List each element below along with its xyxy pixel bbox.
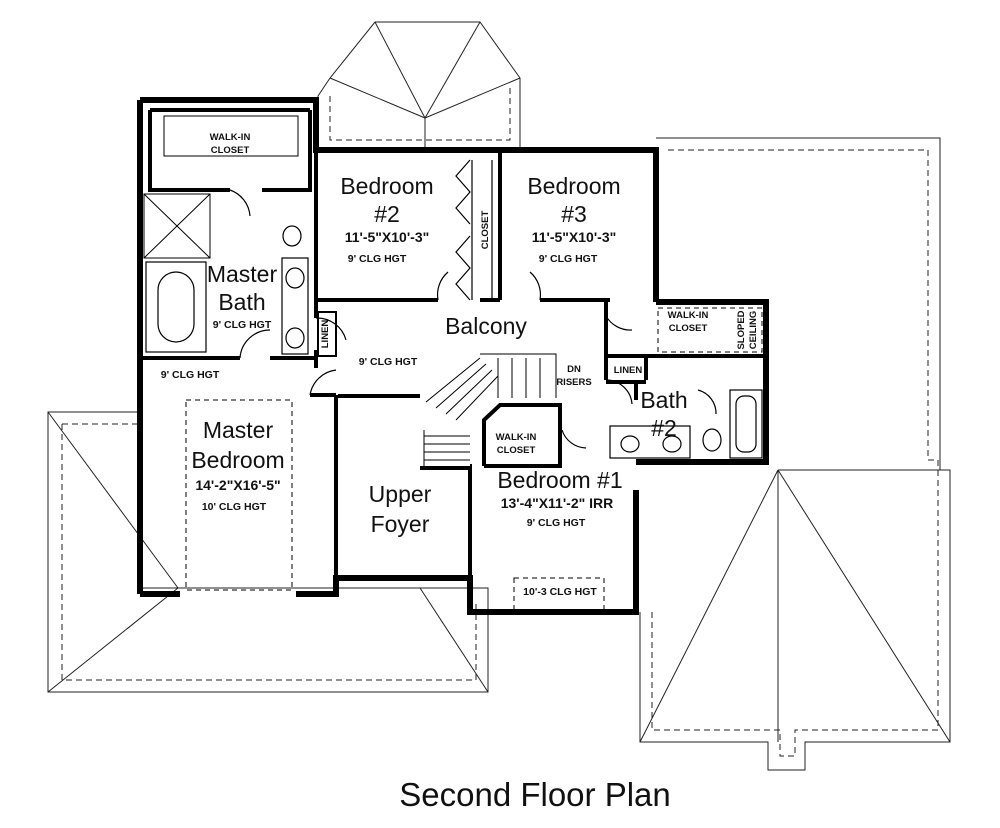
balcony-name: Balcony (445, 313, 527, 339)
eave-lines (61, 88, 939, 757)
bedroom1-size: 13'-4"X11'-2" IRR (501, 495, 614, 511)
master-bedroom-size: 14'-2"X16'-5" (195, 477, 280, 493)
sloped-ceiling-label: SLOPEDCEILING (736, 310, 759, 349)
bedroom2-size: 11'-5"X10'-3" (345, 229, 430, 245)
closet-doors (455, 159, 493, 301)
bedroom1-name: Bedroom #1 (497, 467, 622, 493)
master-tub (145, 261, 207, 353)
linen-bath2-label: LINEN (614, 365, 643, 376)
bath2-fixtures (609, 389, 763, 459)
linen-master-box (317, 311, 337, 357)
interior-walls (138, 108, 766, 578)
bedroom1-tray-ceiling: 10'-3 CLG HGT (523, 586, 597, 598)
tray-ceilings (185, 307, 763, 613)
closet-shelf (163, 115, 299, 157)
bedroom2-name: Bedroom#2 (340, 173, 433, 227)
bedroom3-name: Bedroom#3 (527, 173, 620, 227)
plan-title: Second Floor Plan (399, 776, 671, 813)
bedroom3-ceiling: 9' CLG HGT (539, 253, 598, 265)
bath2-name: Bath#2 (640, 387, 687, 441)
bedroom3-size: 11'-5"X10'-3" (532, 229, 617, 245)
balcony-ceiling: 9' CLG HGT (359, 356, 418, 368)
roof-outline (47, 21, 951, 771)
vanity (281, 225, 309, 355)
bedroom1-ceiling: 9' CLG HGT (527, 517, 586, 529)
master-hall-ceiling: 9' CLG HGT (161, 369, 220, 381)
master-bath-ceiling: 9' CLG HGT (213, 319, 272, 331)
stairs (423, 353, 557, 466)
master-bedroom-ceiling: 10' CLG HGT (202, 501, 267, 513)
door-swings (229, 189, 717, 449)
linen-master-label: LINEN (320, 320, 331, 349)
shower (143, 193, 211, 259)
closet-label: CLOSET (480, 211, 491, 250)
bedroom2-ceiling: 9' CLG HGT (348, 253, 407, 265)
